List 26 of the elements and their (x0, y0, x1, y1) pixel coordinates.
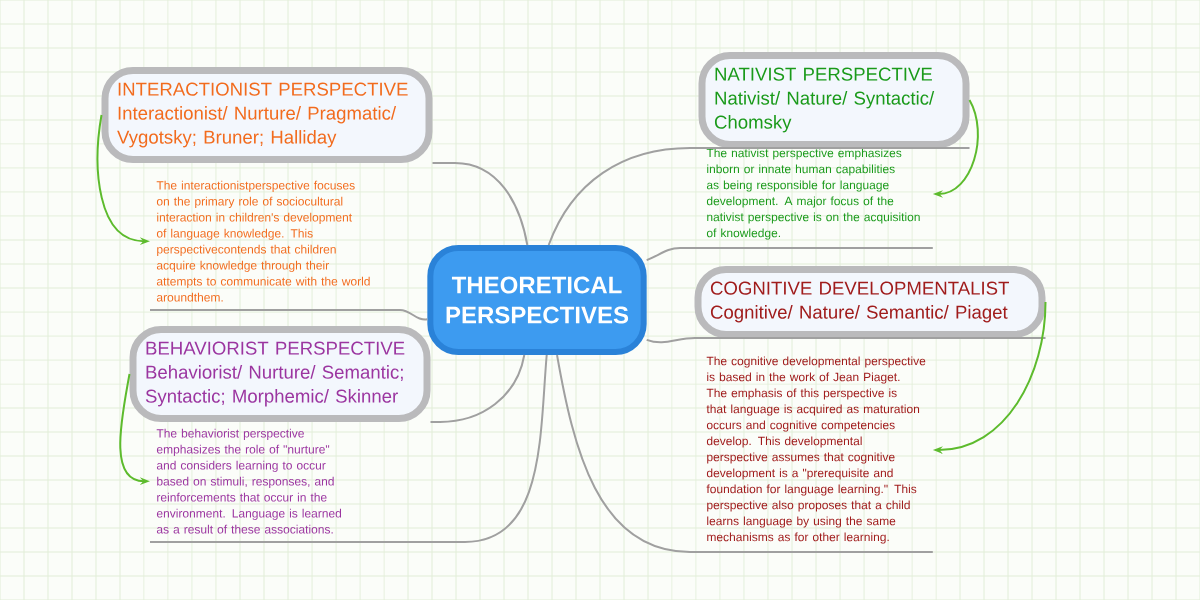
description-text: The cognitive developmental perspective is based in the work of Jean Piaget. The emphasis of this perspective is that language is acquired as maturation occurs and cognitive competencies develop. This developmental perspective assumes that cognitive development is a "prerequisite and foundation for language learning." This perspective also proposes that a child learns language by using the same mechanisms as for other learning. (706, 356, 926, 544)
topic-title: THEORETICAL PERSPECTIVES (446, 276, 629, 324)
description-text: The interactionistperspective focuses on the primary role of sociocultural interaction in children's development of language knowledge. This perspectivecontends that children acquire knowledge through their attempts to communicate with the world aroundthem. (156, 180, 370, 302)
branch-line (429, 354, 526, 423)
description-text: The nativist perspective emphasizes inborn or innate human capabilities as being responsible for language development. A major focus of the nativist perspective is on the acquisition of knowledge. (706, 148, 920, 240)
perspective-box (101, 67, 433, 163)
central-topic (427, 245, 647, 355)
branch-line (431, 161, 529, 246)
perspective-box (129, 326, 431, 422)
perspective-box (694, 266, 1046, 338)
perspective-keywords: Behaviorist/ Nurture/ Semantic; Syntactic; Morphemic/ Skinner (145, 365, 403, 407)
perspective-box (698, 52, 970, 148)
branch-line (547, 146, 971, 246)
perspective-heading: BEHAVIORIST PERSPECTIVE (146, 341, 405, 355)
perspective-keywords: Nativist/ Nature/ Syntactic/ Chomsky (714, 91, 935, 133)
branch-line (149, 354, 548, 543)
branch-line (149, 309, 429, 321)
perspective-keywords: Cognitive/ Nature/ Semantic/ Piaget (710, 305, 1008, 323)
branch-line (556, 354, 934, 553)
branch-line (645, 247, 934, 262)
perspective-heading: NATIVIST PERSPECTIVE (715, 67, 932, 81)
perspective-heading: COGNITIVE DEVELOPMENTALIST (710, 281, 1009, 295)
perspective-keywords: Interactionist/ Nurture/ Pragmatic/ Vygotsky; Bruner; Halliday (117, 106, 397, 148)
description-text: The behaviorist perspective emphasizes the role of "nurture" and considers learning to occur based on stimuli, responses, and reinforcements that occur in the environment. Language is learned as a result of these associations. (156, 428, 342, 534)
branch-line (645, 336, 1047, 344)
perspective-heading: INTERACTIONIST PERSPECTIVE (118, 82, 408, 96)
